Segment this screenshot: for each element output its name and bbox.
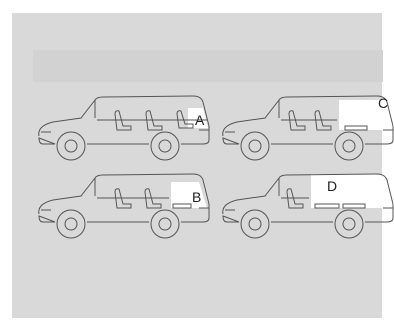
vehicle-seating-d: D — [215, 166, 394, 246]
variant-label: D — [327, 179, 337, 193]
suv-outline-icon — [31, 88, 213, 168]
suv-outline-icon — [31, 166, 213, 246]
variant-label: A — [195, 113, 204, 127]
vehicle-seating-c: C — [215, 88, 394, 168]
vehicle-seating-b: B — [31, 166, 213, 246]
variant-label: B — [192, 190, 201, 204]
suv-outline-icon — [215, 88, 394, 168]
suv-outline-icon — [215, 166, 394, 246]
header-band — [33, 50, 383, 82]
vehicle-seating-a: A — [31, 88, 213, 168]
variant-label: C — [378, 96, 388, 110]
cargo-highlight — [311, 174, 391, 208]
